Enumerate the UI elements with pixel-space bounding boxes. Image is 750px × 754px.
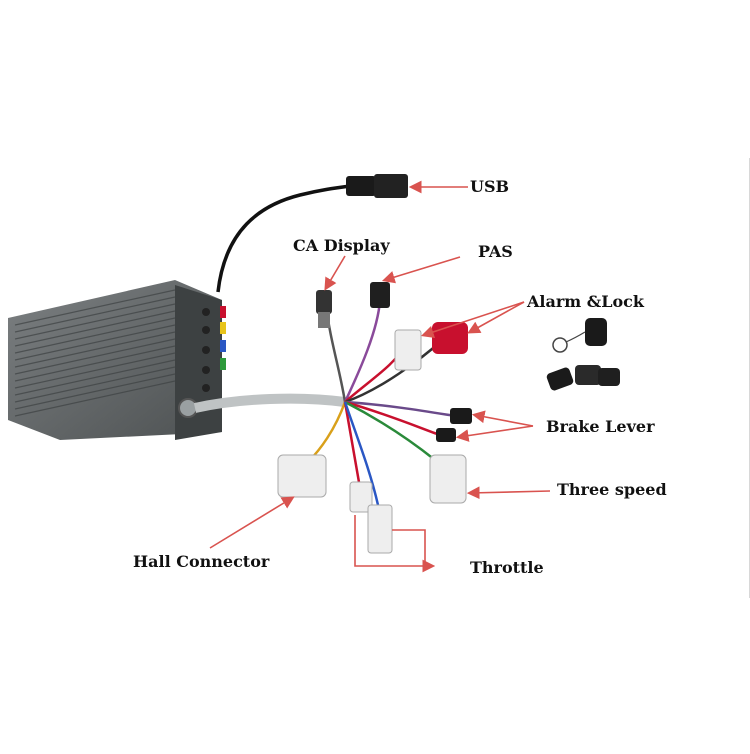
label-three-speed: Three speed: [557, 480, 667, 499]
label-usb: USB: [470, 177, 510, 196]
label-ca-display: CA Display: [293, 236, 390, 255]
pas-connector: [370, 282, 390, 308]
brake-connectors: [436, 408, 472, 442]
callout-arrows: [209, 180, 551, 573]
ca-display-connector: [316, 290, 332, 328]
label-throttle: Throttle: [470, 558, 544, 577]
label-brake-lever: Brake Lever: [546, 417, 655, 436]
alarm-remotes: [546, 318, 620, 391]
usb-cable: [216, 174, 408, 293]
controller-box: [8, 280, 226, 440]
label-pas: PAS: [478, 242, 513, 261]
label-hall-connector: Hall Connector: [133, 552, 270, 571]
three-speed-connector: [429, 454, 467, 504]
label-alarm-lock: Alarm &Lock: [527, 292, 644, 311]
alarm-connectors: [394, 322, 468, 371]
main-cable: [193, 393, 346, 413]
throttle-connectors: [349, 481, 393, 554]
hall-connector-plug: [277, 454, 327, 498]
